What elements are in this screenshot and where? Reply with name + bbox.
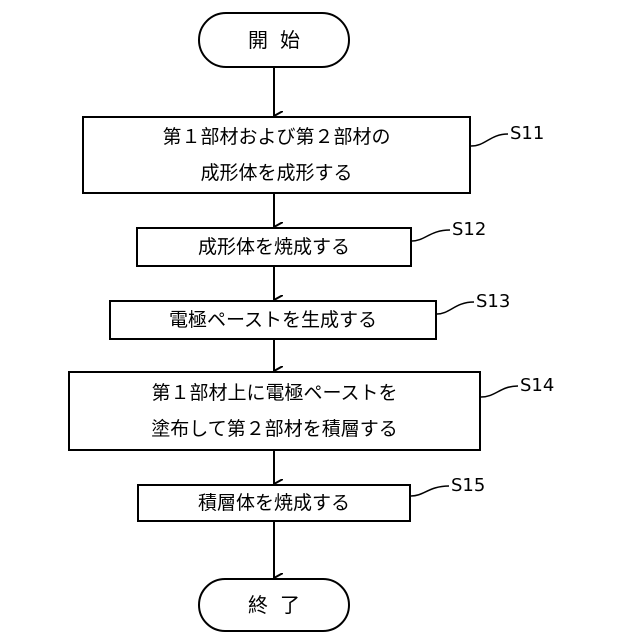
start-terminal: 開始 [198, 12, 350, 68]
leader-s12 [412, 230, 450, 241]
start-label: 開始 [248, 22, 312, 58]
leader-s14 [481, 386, 518, 397]
step-id-s11: S11 [510, 124, 544, 144]
leader-s11 [471, 134, 508, 146]
end-terminal: 終了 [198, 578, 350, 632]
step-box-s11: 第１部材および第２部材の 成形体を成形する [82, 116, 471, 194]
step-box-s15: 積層体を焼成する [137, 484, 411, 522]
step-box-s14: 第１部材上に電極ペーストを 塗布して第２部材を積層する [68, 371, 481, 451]
step-text-s15: 積層体を焼成する [198, 485, 350, 521]
leader-s15 [411, 486, 449, 496]
step-text-s12: 成形体を焼成する [198, 229, 350, 265]
step-text-s11: 第１部材および第２部材の 成形体を成形する [162, 119, 390, 191]
step-id-s14: S14 [520, 376, 554, 396]
step-text-s14: 第１部材上に電極ペーストを 塗布して第２部材を積層する [151, 375, 397, 447]
step-id-s12: S12 [452, 220, 486, 240]
step-id-s13: S13 [476, 292, 510, 312]
step-text-s13: 電極ペーストを生成する [169, 302, 377, 338]
step-box-s13: 電極ペーストを生成する [109, 300, 437, 340]
end-label: 終了 [248, 587, 312, 623]
step-box-s12: 成形体を焼成する [136, 227, 412, 267]
leader-s13 [437, 302, 474, 314]
step-id-s15: S15 [451, 476, 485, 496]
